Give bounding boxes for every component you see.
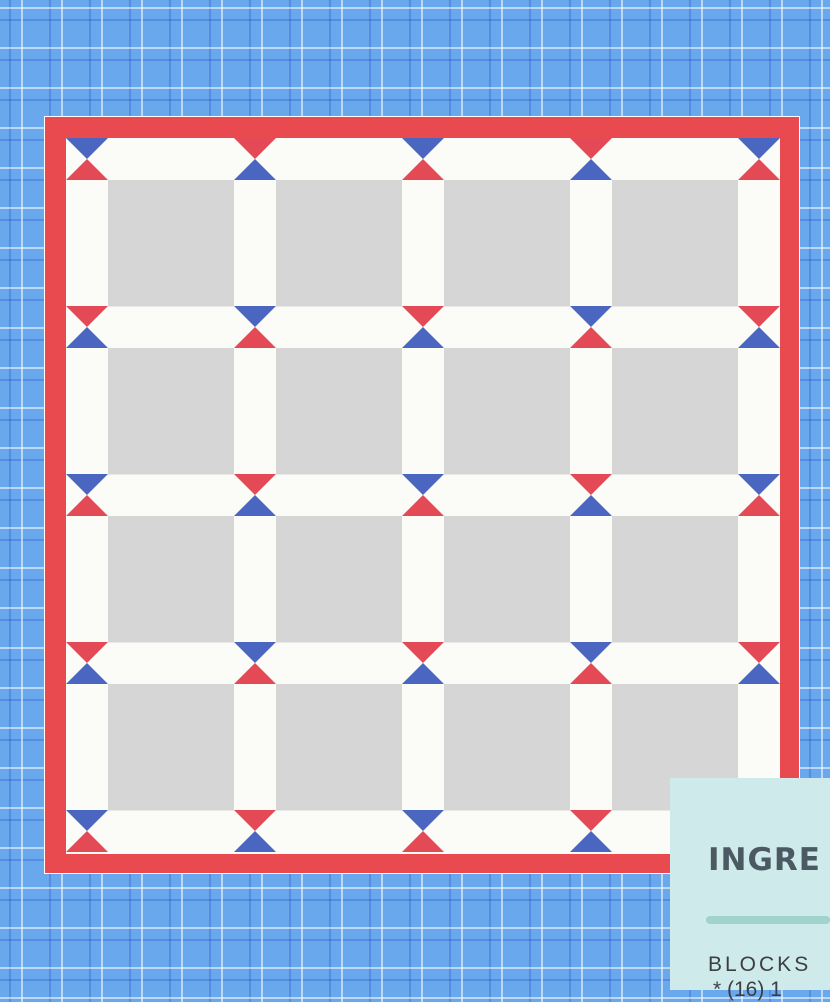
quilt-image bbox=[44, 116, 800, 874]
block-center bbox=[612, 348, 738, 475]
block-center bbox=[444, 348, 570, 475]
block-center bbox=[108, 516, 234, 643]
block-center bbox=[108, 348, 234, 475]
block-center bbox=[612, 516, 738, 643]
block-center bbox=[276, 684, 402, 811]
block-center bbox=[612, 180, 738, 307]
block-center bbox=[276, 348, 402, 475]
ingredients-card: INGRE BLOCKS * (16) 1 bbox=[670, 778, 830, 990]
block-center bbox=[108, 684, 234, 811]
block-center bbox=[444, 180, 570, 307]
ingredients-heading: INGRE bbox=[708, 842, 821, 878]
block-center bbox=[444, 684, 570, 811]
block-center bbox=[276, 516, 402, 643]
ingredient-item: * (16) 1 bbox=[713, 978, 782, 1002]
heading-underline bbox=[706, 916, 830, 924]
block-center bbox=[444, 516, 570, 643]
quilt-diagram bbox=[45, 117, 801, 875]
block-center bbox=[108, 180, 234, 307]
blocks-section-label: BLOCKS bbox=[708, 953, 811, 977]
block-center bbox=[276, 180, 402, 307]
